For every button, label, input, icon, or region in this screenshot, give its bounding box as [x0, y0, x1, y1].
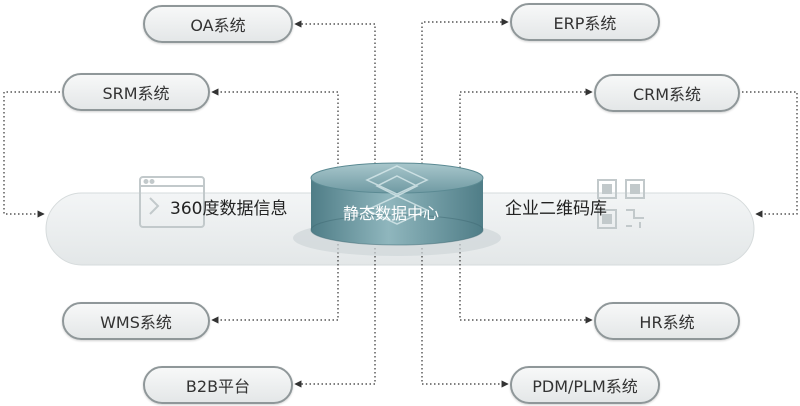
connector-crm-up: [459, 88, 593, 168]
document-arrow-icon: [139, 176, 205, 228]
connector-hr: [459, 244, 593, 324]
qr-code-icon: [597, 179, 645, 229]
data-center-label: 静态数据中心: [343, 204, 440, 223]
system-node-hr[interactable]: HR系统: [594, 302, 740, 340]
layered-diamond-icon: [365, 165, 429, 225]
connector-wms: [211, 244, 339, 324]
system-node-wms[interactable]: WMS系统: [62, 302, 210, 340]
band-right-label: 企业二维码库: [505, 199, 607, 219]
system-node-erp[interactable]: ERP系统: [510, 3, 660, 41]
connector-crm-loop: [742, 91, 798, 218]
connector-pdm: [421, 248, 509, 388]
connector-srm-up: [211, 88, 339, 168]
system-node-b2b[interactable]: B2B平台: [143, 366, 293, 404]
connector-oa: [294, 20, 376, 168]
system-node-crm[interactable]: CRM系统: [594, 74, 740, 112]
database-cylinder: [293, 162, 501, 256]
connector-b2b: [294, 248, 376, 388]
connector-erp: [421, 18, 509, 168]
band-left-label: 360度数据信息: [170, 199, 288, 219]
connectors: [3, 18, 798, 388]
system-node-oa[interactable]: OA系统: [143, 5, 293, 43]
system-node-pdm-plm[interactable]: PDM/PLM系统: [510, 366, 660, 404]
connector-srm-loop: [3, 91, 60, 218]
system-node-srm[interactable]: SRM系统: [62, 73, 210, 111]
